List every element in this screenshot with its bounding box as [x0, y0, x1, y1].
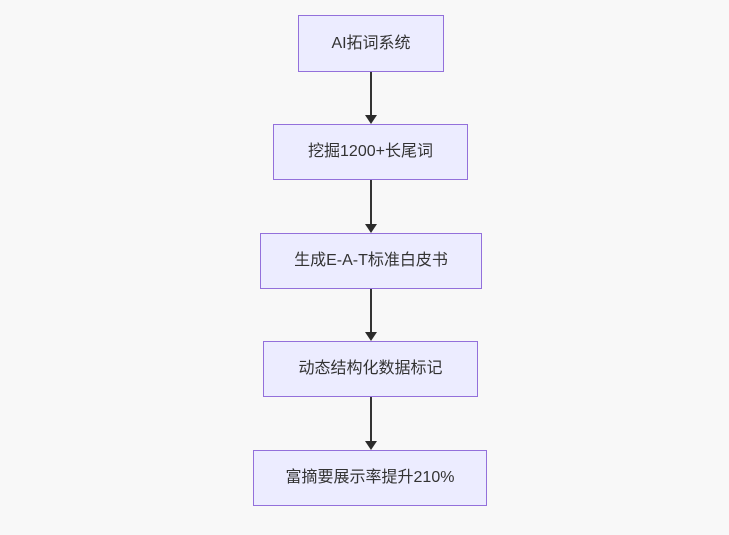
arrow-down-icon [364, 441, 377, 450]
flowchart-edge-3 [364, 289, 377, 341]
flowchart-node-label: 动态结构化数据标记 [298, 360, 443, 378]
flowchart-node-longtail-mining: 挖掘1200+长尾词 [273, 124, 468, 180]
edge-line [369, 289, 372, 332]
arrow-down-icon [364, 332, 377, 341]
arrow-down-icon [364, 224, 377, 233]
edge-line [369, 397, 372, 441]
flowchart-node-structured-data: 动态结构化数据标记 [263, 341, 478, 397]
arrow-down-icon [364, 115, 377, 124]
flowchart-node-ai-word-expansion: AI拓词系统 [298, 15, 444, 72]
flowchart-edge-2 [364, 180, 377, 233]
flowchart-node-label: 生成E-A-T标准白皮书 [294, 252, 448, 270]
flowchart-edge-1 [364, 72, 377, 124]
edge-line [369, 72, 372, 115]
flowchart-node-label: 挖掘1200+长尾词 [308, 143, 433, 161]
flowchart-node-label: AI拓词系统 [331, 34, 411, 52]
flowchart-node-rich-snippet-result: 富摘要展示率提升210% [253, 450, 487, 506]
edge-line [369, 180, 372, 224]
flowchart-edge-4 [364, 397, 377, 450]
flowchart-node-label: 富摘要展示率提升210% [285, 469, 455, 487]
flowchart-node-eat-whitepaper: 生成E-A-T标准白皮书 [260, 233, 482, 289]
